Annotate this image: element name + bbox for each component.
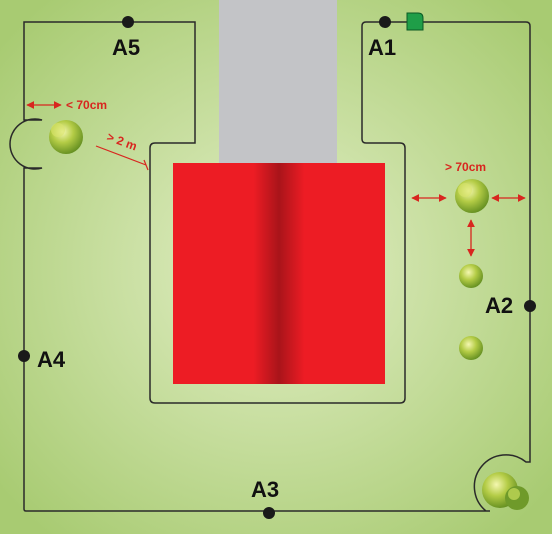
point-a5-label: A5 bbox=[112, 35, 140, 60]
point-a4: A4 bbox=[18, 347, 66, 372]
point-a4-label: A4 bbox=[37, 347, 66, 372]
wire-point-icon bbox=[379, 16, 391, 28]
wire-point-icon bbox=[18, 350, 30, 362]
shrub-icon bbox=[482, 472, 529, 510]
shrub-icon bbox=[455, 179, 489, 213]
shrub-gap-label: > 70cm bbox=[445, 160, 486, 174]
shrub-icon bbox=[49, 120, 83, 154]
charging-station-icon bbox=[406, 12, 424, 31]
boundary-wire bbox=[9, 21, 531, 512]
house bbox=[173, 163, 385, 384]
shrub-gap-dimension: > 70cm bbox=[411, 160, 526, 257]
point-a2: A2 bbox=[485, 293, 536, 318]
point-a1-label: A1 bbox=[368, 35, 396, 60]
point-a1: A1 bbox=[368, 16, 396, 60]
tree-gap-dimension: < 70cm bbox=[26, 98, 107, 112]
wire-point-icon bbox=[122, 16, 134, 28]
point-a3: A3 bbox=[251, 477, 279, 519]
shrub-icon bbox=[459, 336, 483, 360]
point-a2-label: A2 bbox=[485, 293, 513, 318]
point-a3-label: A3 bbox=[251, 477, 279, 502]
shrub-icon bbox=[459, 264, 483, 288]
driveway bbox=[219, 0, 337, 165]
wire-point-icon bbox=[263, 507, 275, 519]
point-a5: A5 bbox=[112, 16, 140, 60]
wire-point-icon bbox=[524, 300, 536, 312]
tree-gap-label: < 70cm bbox=[66, 98, 107, 112]
